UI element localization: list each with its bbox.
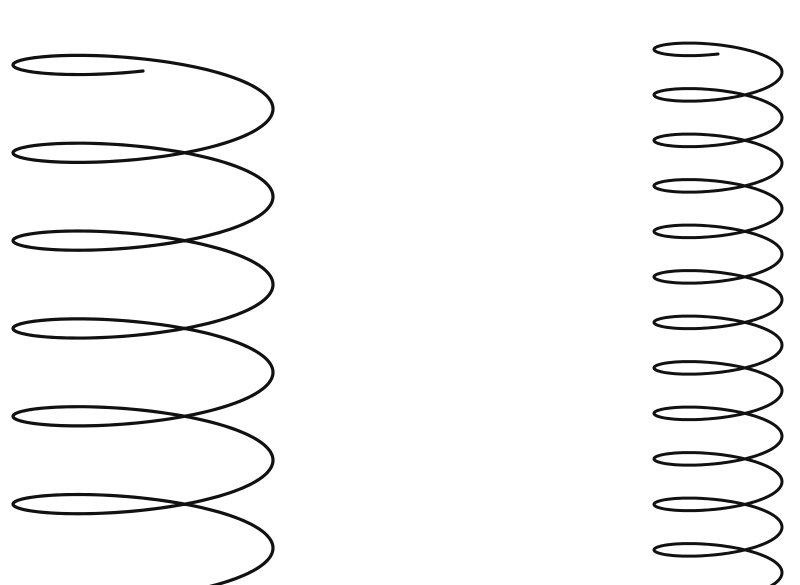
left-spring (11, 53, 275, 585)
right-spring (652, 41, 784, 585)
springs-layer (11, 41, 784, 585)
